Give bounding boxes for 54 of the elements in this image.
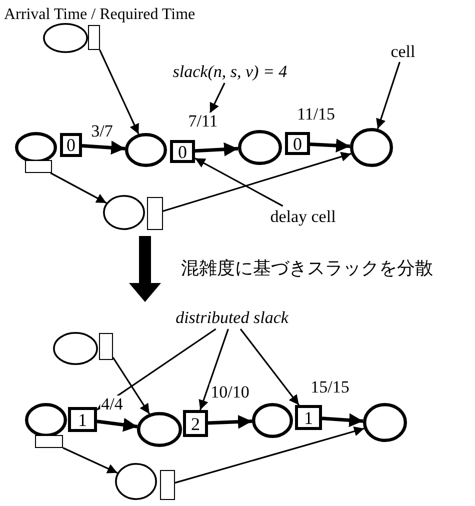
annotation-text: distributed slack — [152, 307, 312, 329]
cell-ellipse — [115, 463, 157, 500]
cell-ellipse — [43, 23, 88, 53]
delay-box: 0 — [60, 133, 82, 157]
leader-arrow — [240, 328, 300, 406]
arrow — [194, 142, 238, 156]
delay-box — [88, 25, 100, 50]
edge-label: 3/7 — [90, 122, 114, 140]
arrow — [208, 414, 252, 429]
delay-box: 0 — [170, 140, 195, 163]
arrow — [322, 413, 364, 428]
arrow — [162, 152, 352, 212]
arrow — [50, 172, 107, 204]
edge-label: 10/10 — [210, 384, 250, 400]
delay-box: 1 — [295, 405, 322, 430]
delay-box — [147, 197, 163, 230]
title: Arrival Time / Required Time — [4, 6, 196, 24]
delay-box — [99, 333, 113, 360]
edge-label: 4/4 — [100, 396, 124, 412]
annotation-text: slack(n, s, v) = 4 — [150, 61, 310, 83]
delay-box: 1 — [68, 407, 97, 432]
edge-label: 7/11 — [187, 112, 219, 130]
cell-ellipse — [238, 130, 282, 165]
arrow — [310, 138, 350, 153]
cell-ellipse — [125, 133, 167, 167]
delay-box — [160, 470, 175, 500]
delay-box: 0 — [285, 132, 310, 155]
annotation-text: delay cell — [255, 206, 351, 228]
delay-box: 2 — [183, 410, 208, 437]
annotation-text: 混雑度に基づきスラックを分散 — [181, 257, 433, 280]
leader-arrow — [194, 158, 284, 207]
cell-ellipse — [137, 412, 182, 447]
arrow — [82, 140, 126, 155]
leader-arrow — [376, 62, 400, 130]
cell-ellipse — [252, 403, 293, 438]
cell-ellipse — [15, 132, 57, 163]
arrow — [62, 447, 118, 474]
leader-arrow — [198, 328, 229, 410]
cell-circle — [350, 128, 393, 167]
delay-box — [35, 435, 63, 448]
leader-arrow — [209, 82, 226, 114]
edge-label: 15/15 — [310, 378, 350, 396]
annotation-text: cell — [385, 42, 421, 62]
cell-ellipse — [25, 403, 67, 437]
arrow — [99, 50, 140, 134]
edge-label: 11/15 — [296, 106, 336, 122]
cell-ellipse — [53, 332, 98, 365]
arrow — [96, 418, 138, 432]
cell-circle — [363, 403, 407, 442]
arrow — [112, 356, 150, 414]
leader-arrow — [96, 328, 216, 410]
cell-ellipse — [103, 195, 145, 230]
delay-box — [25, 160, 52, 173]
arrow — [174, 426, 364, 484]
